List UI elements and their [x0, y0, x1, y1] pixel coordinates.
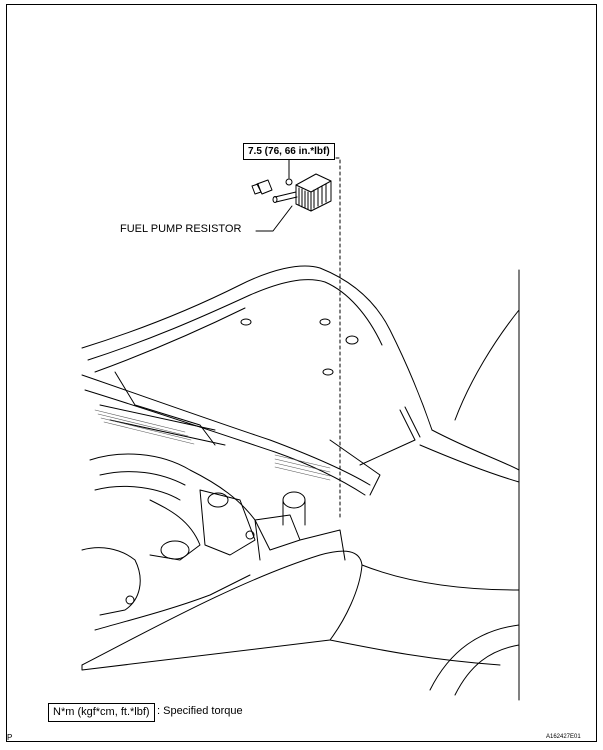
hood-stay	[359, 406, 421, 466]
hood	[81, 265, 433, 431]
cowl-hatching	[94, 409, 331, 481]
cowl-and-wipers	[81, 371, 381, 496]
torque-unit-box: N*m (kgf*cm, ft.*lbf)	[48, 703, 155, 722]
fender-and-headlamp	[81, 269, 520, 701]
torque-legend-text: : Specified torque	[157, 705, 243, 717]
figure-id: A162427E01	[546, 734, 581, 740]
fuel-pump-resistor-label: FUEL PUMP RESISTOR	[120, 223, 242, 235]
fuel-pump-resistor-part	[251, 157, 332, 212]
page-marker: P	[7, 733, 13, 742]
engine-assembly	[81, 453, 346, 631]
figure-frame	[6, 4, 597, 742]
part-leader-line	[255, 205, 293, 232]
torque-spec-box: 7.5 (76, 66 in.*lbf)	[243, 143, 335, 160]
